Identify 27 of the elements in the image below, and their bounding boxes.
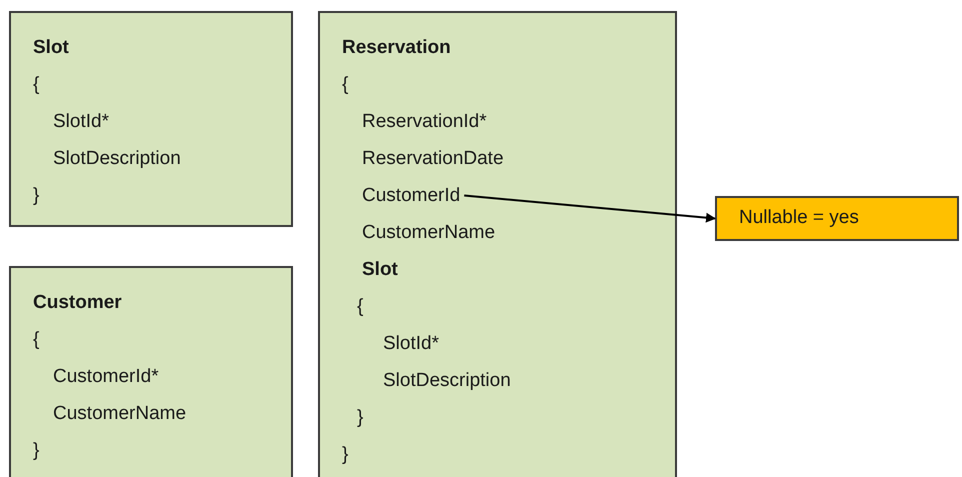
entity-name: Slot — [33, 37, 69, 58]
brace-text: } — [33, 440, 40, 461]
brace-text: { — [33, 329, 40, 350]
field-text: ReservationDate — [362, 148, 504, 169]
entity-name: Customer — [33, 292, 122, 313]
entity-name: Slot — [362, 259, 398, 280]
note-box: Nullable = yes — [715, 196, 959, 241]
field-text: SlotDescription — [383, 370, 511, 391]
field-text: CustomerId — [342, 177, 460, 214]
field-text: SlotDescription — [53, 148, 181, 169]
field-text: ReservationId* — [362, 111, 487, 132]
entity-box — [9, 266, 293, 477]
brace-text: { — [33, 74, 40, 95]
entity-box — [9, 11, 293, 227]
brace-text: { — [357, 296, 364, 317]
field-text: CustomerName — [53, 403, 186, 424]
entity-name: Reservation — [342, 37, 451, 58]
brace-text: { — [342, 74, 348, 95]
brace-text: } — [342, 444, 348, 465]
brace-text: } — [33, 185, 40, 206]
field-text: CustomerName — [362, 222, 496, 243]
entity-box — [318, 11, 677, 477]
field-text: CustomerId* — [53, 366, 159, 387]
arrow — [464, 194, 716, 223]
field-text: SlotId* — [383, 333, 439, 354]
field-text: SlotId* — [53, 111, 109, 132]
brace-text: } — [357, 407, 364, 428]
